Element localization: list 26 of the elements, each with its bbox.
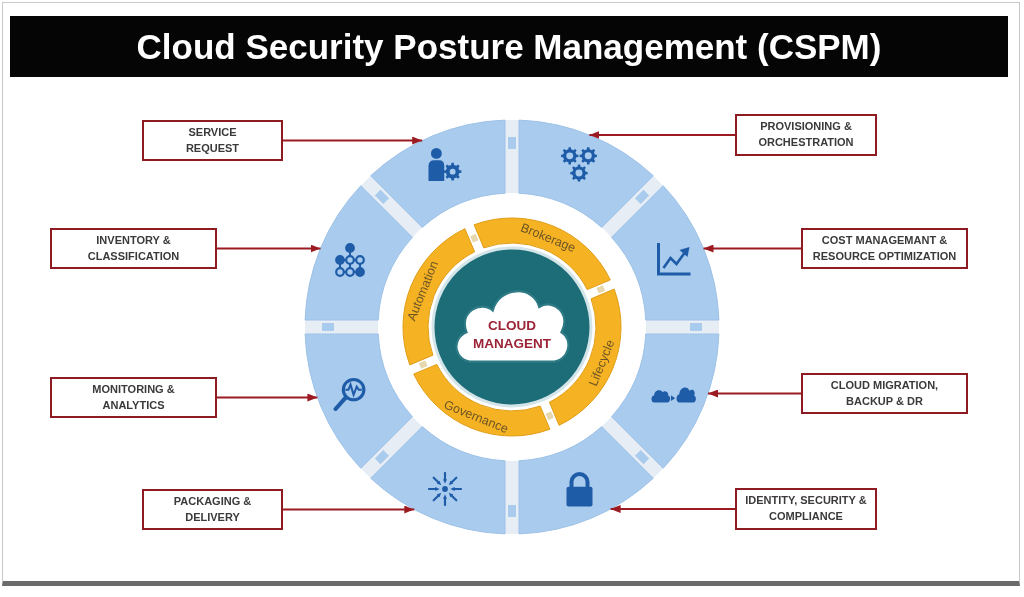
callout-box: COST MANAGEMANT & RESOURCE OPTIMIZATION xyxy=(801,228,968,269)
arrow xyxy=(588,131,736,139)
callout-box: IDENTITY, SECURITY & COMPLIANCE xyxy=(735,488,877,530)
callout-box: INVENTORY & CLASSIFICATION xyxy=(50,228,217,269)
callout-box: MONITORING & ANALYTICS xyxy=(50,377,217,418)
ring-segment xyxy=(518,425,654,535)
cloud-shape xyxy=(454,290,570,364)
callout-box: PROVISIONING & ORCHESTRATION xyxy=(735,114,877,156)
ring-segment xyxy=(413,363,551,437)
arrow xyxy=(282,505,416,514)
arrow xyxy=(707,389,802,398)
arrow xyxy=(216,393,319,402)
callout-box: PACKAGING & DELIVERY xyxy=(142,489,283,530)
ring-segment xyxy=(473,217,611,291)
arrow xyxy=(702,244,802,253)
callout-box: SERVICE REQUEST xyxy=(142,120,283,161)
arrow xyxy=(609,505,736,513)
ring-segment xyxy=(370,119,506,229)
arrow xyxy=(282,136,424,145)
ring-segment xyxy=(402,228,476,366)
arrow xyxy=(216,244,322,253)
cloud-label: CLOUD MANAGENT xyxy=(472,317,552,353)
title-banner: Cloud Security Posture Management (CSPM) xyxy=(10,16,1008,77)
ring-segment xyxy=(610,185,720,321)
callout-box: CLOUD MIGRATION, BACKUP & DR xyxy=(801,373,968,414)
ring-segment xyxy=(304,333,414,469)
